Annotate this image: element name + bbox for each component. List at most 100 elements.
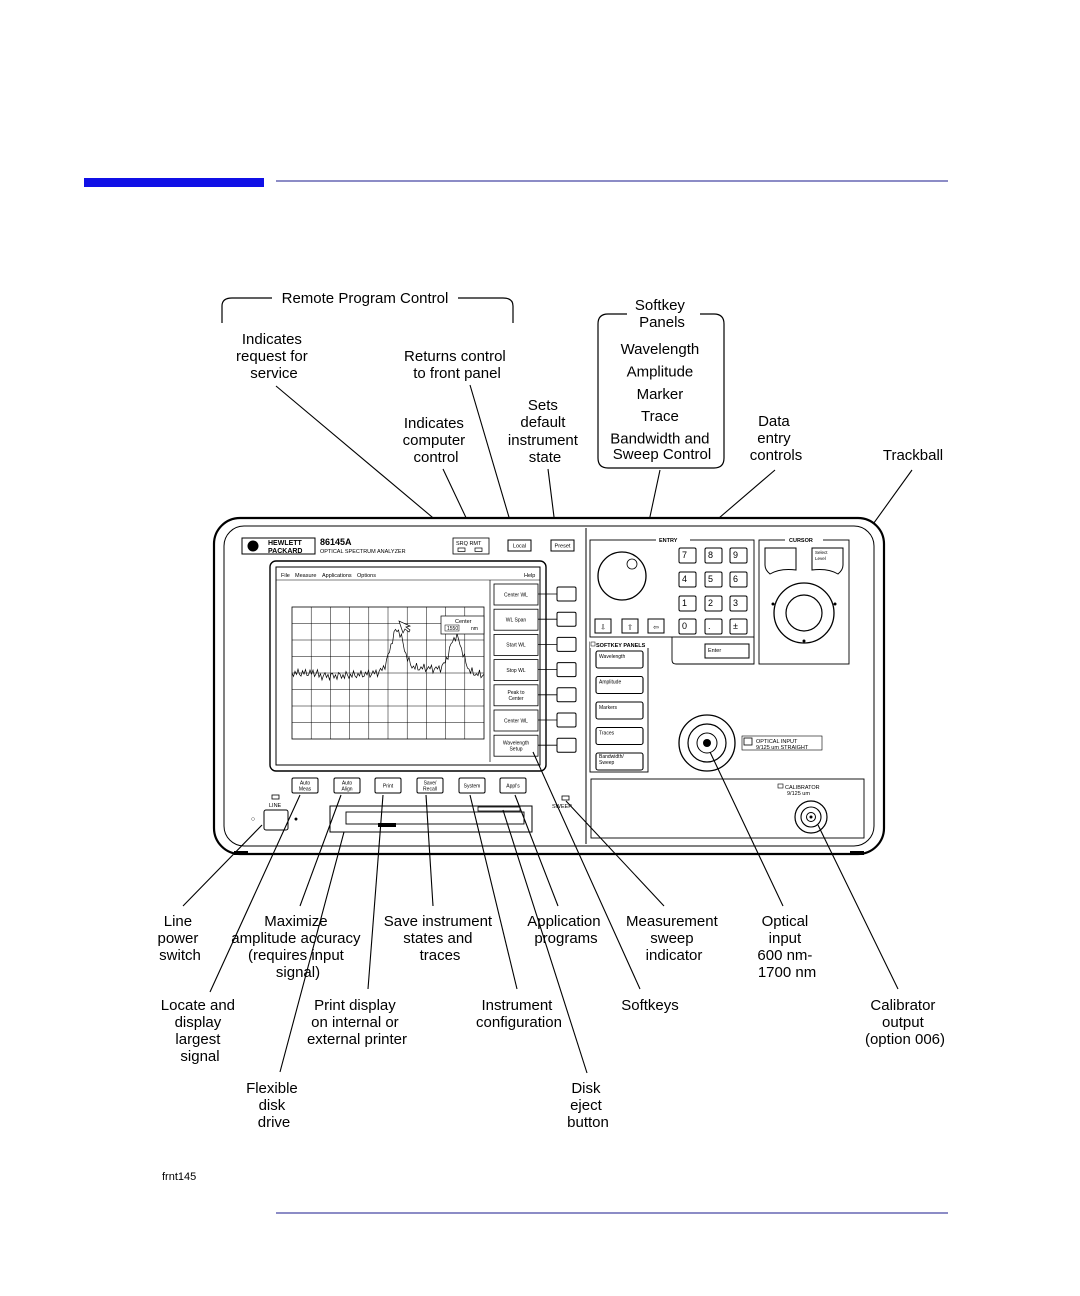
screen-softkey-label <box>493 634 539 656</box>
keypad-key[interactable] <box>704 571 723 588</box>
hardkey-appls[interactable] <box>499 777 527 794</box>
callout-remote: Indicates computer control <box>403 415 470 466</box>
keypad-key[interactable] <box>729 571 748 588</box>
trackball[interactable] <box>785 594 823 632</box>
line-indicator <box>271 794 280 800</box>
softkey-button[interactable] <box>556 737 577 753</box>
remote-program-control-group <box>221 297 514 323</box>
keypad-key-label: 3 <box>733 598 738 608</box>
cursor-label: CURSOR <box>789 538 813 544</box>
keypad-key[interactable] <box>704 595 723 612</box>
softkey-panels-title: Softkey Panels <box>635 297 689 331</box>
optical-input-indicator <box>743 737 753 746</box>
keypad-key[interactable] <box>729 618 748 635</box>
step-up-key[interactable] <box>621 618 639 634</box>
callout-print: Print display on internal or external pr… <box>307 997 407 1048</box>
panel-key-bandwidthsweep[interactable] <box>595 752 644 771</box>
local-key[interactable] <box>507 539 532 552</box>
panel-key-label: Markers <box>599 705 618 711</box>
keypad-key[interactable] <box>729 547 748 564</box>
entry-knob[interactable] <box>597 551 647 601</box>
brand-hewlett: HEWLETT <box>268 540 303 547</box>
softkey-button[interactable] <box>556 712 577 728</box>
local-key-label: Local <box>513 544 526 550</box>
enter-key[interactable] <box>704 643 750 659</box>
keypad-key[interactable] <box>678 595 697 612</box>
entry-label: ENTRY <box>659 538 678 544</box>
screen-softkey-label <box>493 659 539 681</box>
hardkey-label: Print <box>383 783 394 789</box>
hardkey-autoalign[interactable] <box>333 777 361 794</box>
keypad-key-label: 8 <box>708 550 713 560</box>
disk-eject-button[interactable] <box>477 806 521 812</box>
panel-key-label: Traces <box>599 731 615 737</box>
keypad-key[interactable] <box>704 547 723 564</box>
callout-system: Instrument configuration <box>476 997 562 1031</box>
hardkey-label: Auto <box>300 780 311 786</box>
rmt-indicator <box>474 547 483 552</box>
softkey-panels-box <box>597 313 725 469</box>
panel-key-markers[interactable] <box>595 701 644 720</box>
callout-sweep-indicator: Measurement sweep indicator <box>626 913 722 964</box>
screen-softkey-label <box>493 734 539 757</box>
hardkey-label: Appl's <box>506 783 520 789</box>
sweep-indicator <box>561 795 570 801</box>
step-down-key[interactable] <box>594 618 612 634</box>
keypad-key-label: 9 <box>733 550 738 560</box>
panel-key-wavelength[interactable] <box>595 650 644 669</box>
panel-key-label: Bandwidth/ <box>599 754 624 760</box>
softkey-button[interactable] <box>556 586 577 602</box>
callout-save-recall: Save instrument states and traces <box>384 913 497 964</box>
softkey-button[interactable] <box>556 687 577 703</box>
up-arrow-icon: ⇧ <box>627 624 633 632</box>
keypad-key-label: ± <box>733 621 738 631</box>
panel-key-traces[interactable] <box>595 726 644 746</box>
keypad-key-label: 1 <box>682 598 687 608</box>
hardkey-saverecall[interactable] <box>416 777 444 794</box>
callout-srq: Indicates request for service <box>236 331 312 382</box>
srq-rmt-label: SRQ RMT <box>456 541 482 547</box>
screen-softkey-text: WL Span <box>506 617 527 623</box>
preset-key[interactable] <box>550 539 575 552</box>
on-symbol-icon: ● <box>294 816 298 823</box>
keypad-key-label: . <box>708 621 711 631</box>
hardkey-system[interactable] <box>458 777 486 794</box>
spectrum-trace <box>291 628 485 682</box>
select-level-key[interactable] <box>811 547 844 575</box>
hardkey-print[interactable] <box>374 777 402 794</box>
screen-softkey-text: Stop WL <box>506 668 525 674</box>
callout-softkeys: Softkeys <box>621 997 679 1014</box>
srq-indicator <box>457 547 466 552</box>
cursor-left-key[interactable] <box>764 547 797 575</box>
calibrator-indicator <box>777 783 784 789</box>
keypad-key[interactable] <box>678 618 697 635</box>
screen-softkey-text: Start WL <box>506 643 526 649</box>
softkey-button[interactable] <box>556 636 577 652</box>
screen-softkey-text: Setup <box>509 746 522 752</box>
model-number: 86145A <box>320 537 352 547</box>
backspace-key[interactable] <box>647 618 665 634</box>
hp-logo-icon <box>247 540 259 552</box>
line-power-switch[interactable] <box>263 809 289 831</box>
keypad-key-label: 7 <box>682 550 687 560</box>
hp-logo-plate <box>241 537 316 555</box>
panel-key-amplitude[interactable] <box>595 675 644 695</box>
softkey-button[interactable] <box>556 611 577 627</box>
accent-bar <box>84 178 264 187</box>
keypad-key[interactable] <box>678 571 697 588</box>
hardkey-automeas[interactable] <box>291 777 319 794</box>
brand-packard: PACKARD <box>268 548 302 555</box>
keypad-key[interactable] <box>678 547 697 564</box>
down-arrow-icon: ⇩ <box>600 624 606 632</box>
keypad-key[interactable] <box>704 618 723 635</box>
calibrator-label: CALIBRATOR <box>785 785 820 791</box>
keypad-key-label: 6 <box>733 574 738 584</box>
callout-local: Returns control to front panel <box>404 348 510 382</box>
softkey-button[interactable] <box>556 662 577 678</box>
hardkey-label: System <box>464 783 481 789</box>
keypad-key[interactable] <box>729 595 748 612</box>
hardkey-label: Save/ <box>424 780 437 786</box>
menu-help: Help <box>524 573 535 579</box>
